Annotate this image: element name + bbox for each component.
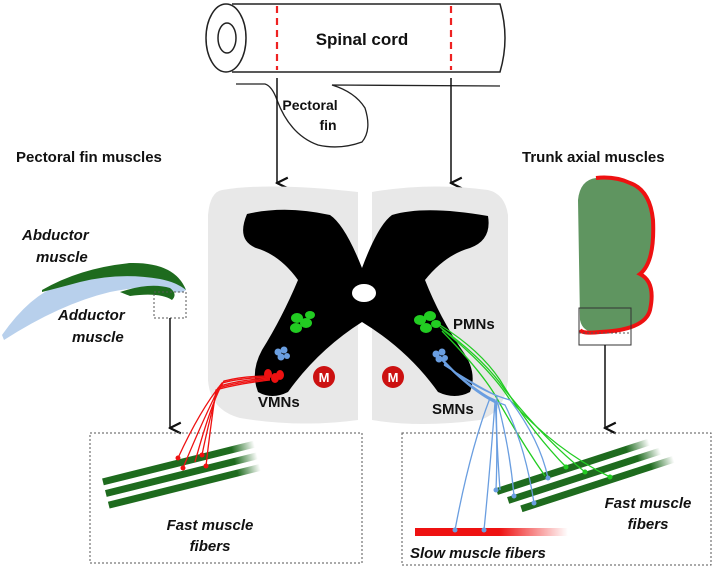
trunk-muscle-segment [578, 175, 656, 335]
adductor-label-line1: Adductor [57, 307, 126, 324]
trunk-fast-fibers [495, 438, 675, 513]
pectoral-fin-muscles-title: Pectoral fin muscles [16, 149, 162, 166]
pectoral-fin-label-line2: fin [319, 117, 336, 133]
trunk-axial-muscles-title: Trunk axial muscles [522, 149, 665, 166]
mauthner-left-label: M [319, 370, 330, 385]
left-fast-fibers-label-line1: Fast muscle [167, 517, 254, 534]
grey-matter [243, 209, 489, 396]
left-fast-fibers-label-line2: fibers [190, 538, 231, 555]
spinal-cord-cross-section: M M VMNs PMNs SMNs [208, 186, 508, 424]
spinal-cord-cylinder: Spinal cord [205, 3, 506, 73]
smn-cluster-left [274, 346, 290, 361]
pectoral-fast-fibers [102, 440, 261, 509]
pectoral-fin-outline: Pectoral fin [236, 83, 501, 148]
pectoral-fin-label-line1: Pectoral [282, 97, 337, 113]
trunk-fibers-box [401, 432, 712, 566]
central-canal-end [217, 22, 237, 54]
mauthner-cell-right: M [382, 366, 404, 388]
vmn-cluster-left [264, 369, 284, 383]
abductor-muscle-band [42, 262, 186, 292]
mauthner-right-label: M [388, 370, 399, 385]
adductor-label-line2: muscle [72, 329, 124, 346]
smn-cluster-right [432, 348, 448, 363]
spinal-cord-label: Spinal cord [316, 30, 409, 49]
pmn-synapses [563, 464, 613, 480]
pmn-cluster-right [414, 311, 441, 333]
pmn-cluster-left [290, 311, 315, 333]
abductor-label-line1: Abductor [21, 227, 90, 244]
smns-label: SMNs [432, 401, 474, 418]
pectoral-fibers-box [89, 432, 363, 564]
central-canal [352, 284, 376, 302]
vmns-label: VMNs [258, 394, 300, 411]
adductor-muscle-band [120, 285, 175, 300]
vmn-synapses [175, 452, 209, 471]
pmns-label: PMNs [453, 316, 495, 333]
slow-fibers-label: Slow muscle fibers [410, 545, 546, 562]
right-fast-fibers-label-line1: Fast muscle [605, 495, 692, 512]
vmn-axons [177, 375, 271, 469]
pectoral-fin-muscle-shape [2, 262, 186, 340]
abductor-label-line2: muscle [36, 249, 88, 266]
right-fast-fibers-label-line2: fibers [628, 516, 669, 533]
slow-muscle-fiber [415, 528, 568, 536]
smn-axons [439, 355, 549, 531]
smn-synapses [452, 475, 551, 533]
mauthner-cell-left: M [313, 366, 335, 388]
